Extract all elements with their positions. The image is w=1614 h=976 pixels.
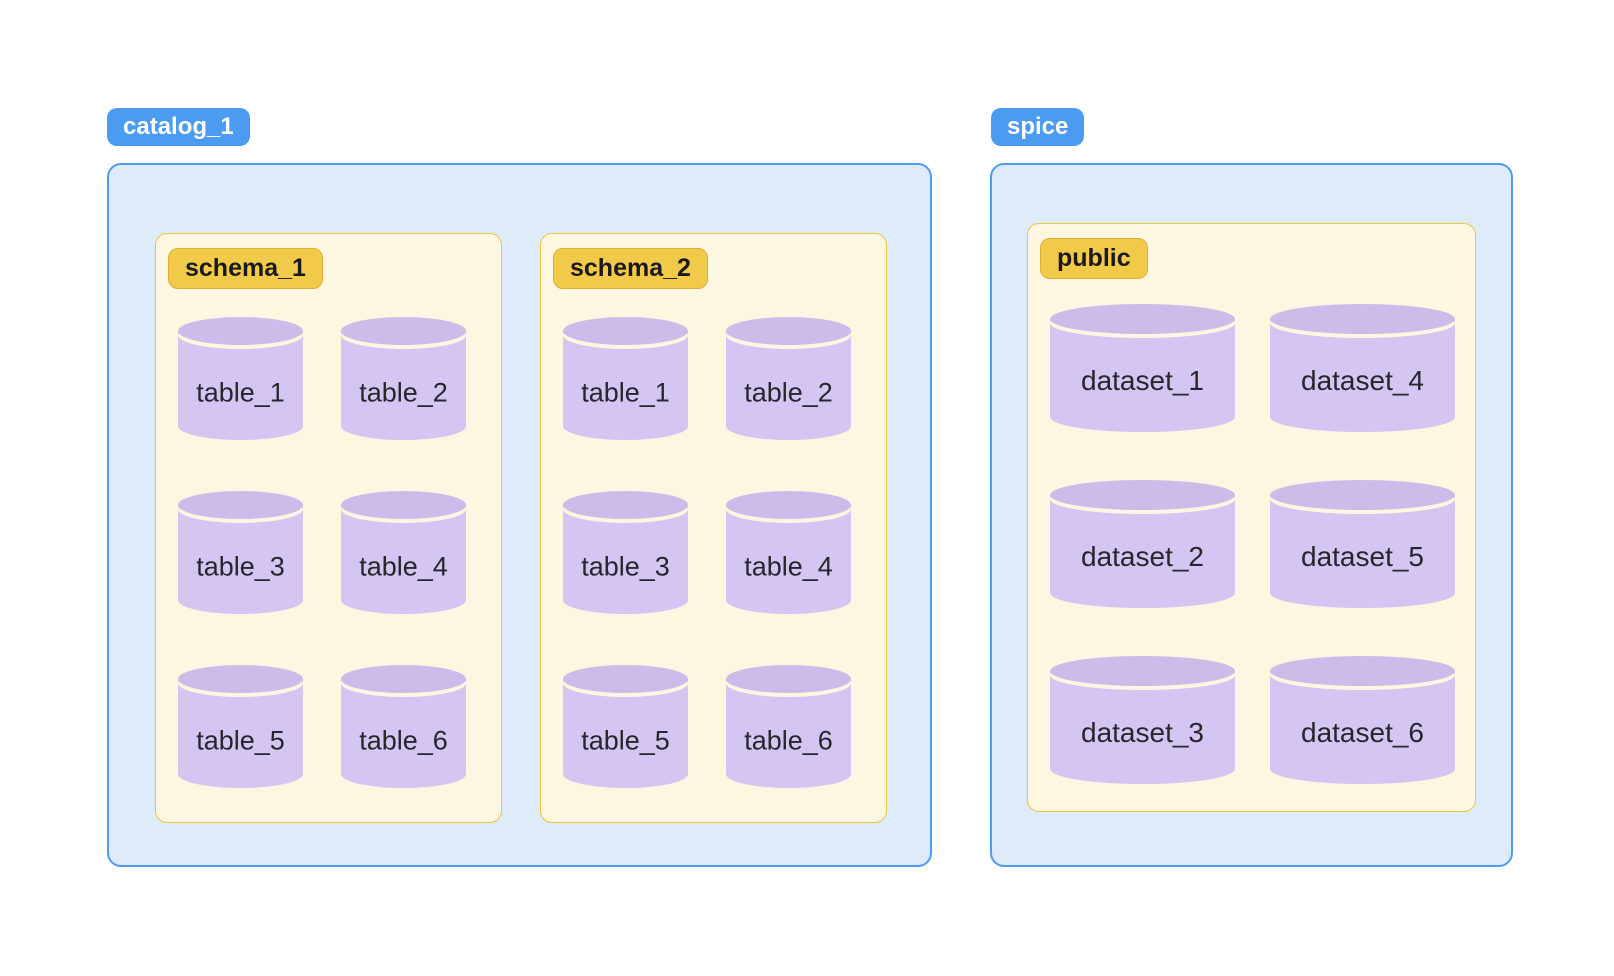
- cylinder-top: [563, 491, 688, 519]
- cylinder-top: [1050, 656, 1235, 686]
- cylinder-top: [178, 317, 303, 345]
- table-cylinder: table_3: [563, 491, 688, 614]
- schema-2-box: schema_2 table_1 table_2: [540, 233, 887, 823]
- cylinder-top: [1270, 480, 1455, 510]
- catalog-badge: catalog_1: [107, 108, 250, 146]
- table-label: table_3: [196, 551, 285, 582]
- table-label: table_2: [359, 377, 448, 408]
- table-label: table_3: [581, 551, 670, 582]
- cylinder-top: [341, 317, 466, 345]
- table-cylinder: table_5: [178, 665, 303, 788]
- cylinder-top: [1270, 304, 1455, 334]
- table-label: table_5: [196, 725, 285, 756]
- table-label: table_2: [744, 377, 833, 408]
- dataset-cylinder: dataset_6: [1270, 656, 1455, 784]
- cylinder-body: [341, 505, 466, 614]
- dataset-cylinder: dataset_3: [1050, 656, 1235, 784]
- cylinder-body: [1270, 495, 1455, 608]
- cylinder-body: [1050, 671, 1235, 784]
- cylinder-top: [341, 665, 466, 693]
- spice-container: public dataset_1 dataset_4: [990, 163, 1513, 867]
- dataset-cylinder: dataset_2: [1050, 480, 1235, 608]
- spice-badge: spice: [991, 108, 1085, 146]
- cylinder-body: [1050, 319, 1235, 432]
- cylinder-top: [563, 317, 688, 345]
- schema-1-box: schema_1 table_1 table_2: [155, 233, 502, 823]
- dataset-label: dataset_1: [1081, 364, 1204, 396]
- cylinder-top: [726, 491, 851, 519]
- cylinder-top: [1050, 480, 1235, 510]
- dataset-label: dataset_3: [1081, 716, 1204, 748]
- table-label: table_4: [744, 551, 833, 582]
- dataset-label: dataset_5: [1301, 540, 1424, 572]
- table-label: table_1: [196, 377, 285, 408]
- dataset-grid: dataset_1 dataset_4 dataset_2: [1050, 304, 1455, 784]
- cylinder-top: [178, 491, 303, 519]
- catalog-container: schema_1 table_1 table_2: [107, 163, 932, 867]
- dataset-cylinder: dataset_5: [1270, 480, 1455, 608]
- cylinder-body: [1270, 671, 1455, 784]
- cylinder-body: [563, 331, 688, 440]
- table-cylinder: table_4: [726, 491, 851, 614]
- dataset-label: dataset_6: [1301, 716, 1424, 748]
- table-label: table_5: [581, 725, 670, 756]
- table-cylinder: table_2: [341, 317, 466, 440]
- cylinder-top: [341, 491, 466, 519]
- table-cylinder: table_3: [178, 491, 303, 614]
- table-cylinder: table_1: [178, 317, 303, 440]
- cylinder-top: [178, 665, 303, 693]
- cylinder-body: [1050, 495, 1235, 608]
- cylinder-body: [178, 505, 303, 614]
- table-cylinder: table_2: [726, 317, 851, 440]
- cylinder-body: [341, 679, 466, 788]
- cylinder-body: [726, 331, 851, 440]
- table-cylinder: table_5: [563, 665, 688, 788]
- table-grid: table_1 table_2 table_3: [178, 317, 466, 788]
- cylinder-top: [726, 665, 851, 693]
- public-badge: public: [1040, 238, 1148, 279]
- table-cylinder: table_1: [563, 317, 688, 440]
- schema-badge: schema_2: [553, 248, 708, 289]
- dataset-label: dataset_4: [1301, 364, 1424, 396]
- public-box: public dataset_1 dataset_4: [1027, 223, 1476, 812]
- cylinder-body: [726, 505, 851, 614]
- cylinder-body: [341, 331, 466, 440]
- cylinder-body: [563, 679, 688, 788]
- table-label: table_4: [359, 551, 448, 582]
- table-cylinder: table_6: [341, 665, 466, 788]
- cylinder-top: [1050, 304, 1235, 334]
- table-cylinder: table_6: [726, 665, 851, 788]
- cylinder-top: [563, 665, 688, 693]
- dataset-label: dataset_2: [1081, 540, 1204, 572]
- table-label: table_6: [359, 725, 448, 756]
- cylinder-body: [178, 331, 303, 440]
- schema-badge: schema_1: [168, 248, 323, 289]
- dataset-cylinder: dataset_4: [1270, 304, 1455, 432]
- cylinder-body: [1270, 319, 1455, 432]
- cylinder-body: [563, 505, 688, 614]
- table-grid: table_1 table_2 table_3: [563, 317, 851, 788]
- table-cylinder: table_4: [341, 491, 466, 614]
- dataset-cylinder: dataset_1: [1050, 304, 1235, 432]
- table-label: table_1: [581, 377, 670, 408]
- table-label: table_6: [744, 725, 833, 756]
- cylinder-top: [1270, 656, 1455, 686]
- cylinder-body: [726, 679, 851, 788]
- cylinder-body: [178, 679, 303, 788]
- cylinder-top: [726, 317, 851, 345]
